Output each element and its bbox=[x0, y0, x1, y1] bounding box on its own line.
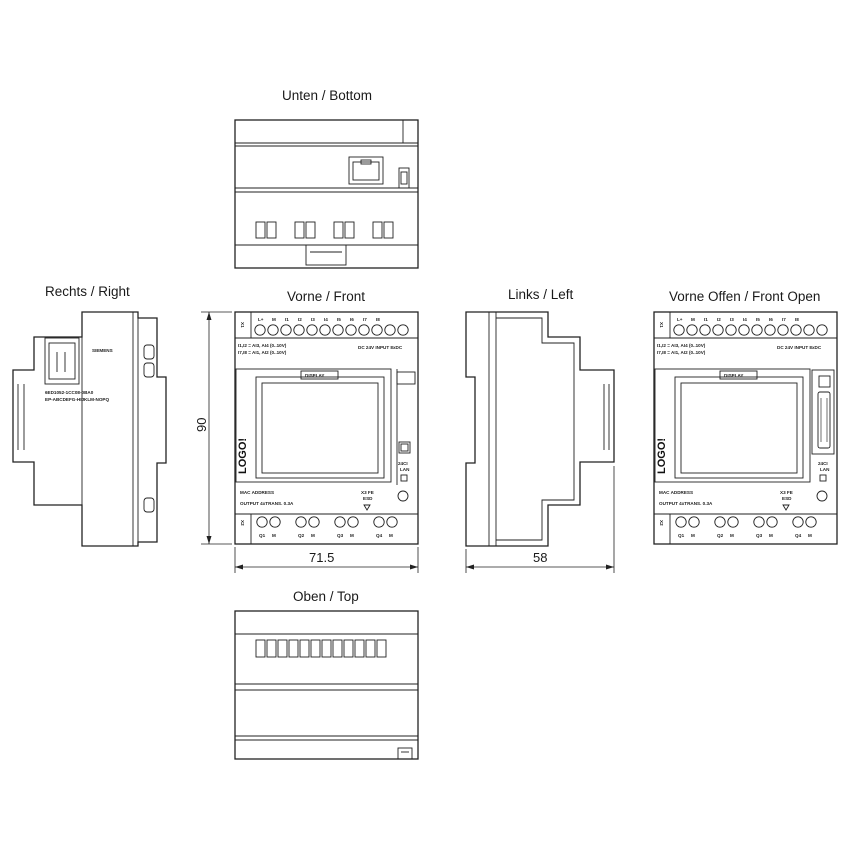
svg-text:I5: I5 bbox=[756, 317, 760, 322]
svg-text:M: M bbox=[389, 533, 393, 538]
svg-text:I8: I8 bbox=[795, 317, 799, 322]
view-title-right: Rechts / Right bbox=[45, 284, 130, 299]
open-x3-sub: ESD bbox=[782, 496, 792, 501]
svg-text:I2: I2 bbox=[717, 317, 721, 322]
open-display-label: DISPLAY bbox=[724, 373, 744, 378]
svg-text:I6: I6 bbox=[350, 317, 354, 322]
svg-text:Q1: Q1 bbox=[259, 533, 266, 538]
left-view bbox=[465, 311, 615, 547]
front-input-note-2: I7,I8 = AI1, AI2 (0..10V) bbox=[238, 350, 287, 355]
svg-text:I4: I4 bbox=[743, 317, 747, 322]
front-lan-sub: LAN bbox=[400, 467, 410, 472]
svg-text:M: M bbox=[730, 533, 734, 538]
dimension-depth: 58 bbox=[465, 466, 615, 573]
svg-text:L+: L+ bbox=[677, 317, 683, 322]
front-lan: 24CI bbox=[398, 461, 408, 466]
top-view bbox=[234, 610, 419, 760]
svg-text:M: M bbox=[808, 533, 812, 538]
view-title-top: Oben / Top bbox=[293, 589, 359, 604]
front-supply: DC 24V INPUT 8xDC bbox=[358, 345, 403, 350]
svg-text:I3: I3 bbox=[311, 317, 315, 322]
front-view: X1 X2 L+ M I1 I2 I3 I4 I5 I6 I7 I8 I1, bbox=[234, 311, 419, 545]
svg-text:Q3: Q3 bbox=[337, 533, 344, 538]
open-model: MAC ADDRESS bbox=[659, 490, 693, 495]
svg-text:I1: I1 bbox=[285, 317, 289, 322]
dimension-front-width: 71.5 bbox=[234, 547, 419, 573]
svg-text:Q4: Q4 bbox=[376, 533, 383, 538]
bottom-terminal-blocks bbox=[255, 221, 394, 239]
svg-text:I8: I8 bbox=[376, 317, 380, 322]
svg-text:Q1: Q1 bbox=[678, 533, 685, 538]
svg-text:I1: I1 bbox=[704, 317, 708, 322]
svg-text:M: M bbox=[272, 533, 276, 538]
svg-text:I7: I7 bbox=[363, 317, 367, 322]
svg-text:Q2: Q2 bbox=[298, 533, 305, 538]
top-terminal-blocks bbox=[255, 639, 387, 658]
front-input-note-1: I1,I2 = AI3, AI4 (0..10V) bbox=[238, 343, 287, 348]
svg-text:M: M bbox=[691, 317, 695, 322]
svg-text:Q4: Q4 bbox=[795, 533, 802, 538]
front-x2-label: X2 bbox=[240, 520, 245, 526]
svg-text:I4: I4 bbox=[324, 317, 328, 322]
svg-text:Q3: Q3 bbox=[756, 533, 763, 538]
svg-text:M: M bbox=[350, 533, 354, 538]
svg-text:I5: I5 bbox=[337, 317, 341, 322]
front-open-view: X1 X2 L+ M I1 I2 I3 I4 I5 I6 I7 I8 I1, bbox=[653, 311, 838, 545]
open-supply: DC 24V INPUT 8xDC bbox=[777, 345, 822, 350]
front-display-label: DISPLAY bbox=[305, 373, 325, 378]
front-x3-sub: ESD bbox=[363, 496, 373, 501]
svg-text:M: M bbox=[311, 533, 315, 538]
view-title-left: Links / Left bbox=[508, 287, 574, 302]
open-lan-sub: LAN bbox=[820, 467, 830, 472]
open-lan: 24CI bbox=[818, 461, 828, 466]
side-code-1: 6ED1052-1CC08-0BA0 bbox=[45, 390, 94, 395]
open-x2-label: X2 bbox=[659, 520, 664, 526]
view-title-front-open: Vorne Offen / Front Open bbox=[669, 289, 821, 304]
svg-text:Q2: Q2 bbox=[717, 533, 724, 538]
bottom-view bbox=[234, 119, 419, 269]
open-output: OUTPUT 4xTRANS. 0.3A bbox=[659, 501, 713, 506]
svg-text:I7: I7 bbox=[782, 317, 786, 322]
dimension-depth-text: 58 bbox=[533, 550, 547, 565]
svg-text:M: M bbox=[272, 317, 276, 322]
front-logo: LOGO! bbox=[237, 438, 249, 474]
open-logo: LOGO! bbox=[656, 438, 668, 474]
svg-text:I2: I2 bbox=[298, 317, 302, 322]
open-x1-label: X1 bbox=[659, 322, 664, 328]
svg-text:I6: I6 bbox=[769, 317, 773, 322]
right-view: 6ED1052-1CC08-0BA0 EP-ABCDEFG-HIJKLM-NOP… bbox=[12, 311, 167, 547]
view-title-front: Vorne / Front bbox=[287, 289, 366, 304]
view-title-bottom: Unten / Bottom bbox=[282, 88, 373, 103]
side-code-2: EP-ABCDEFG-HIJKLM-NOPQ bbox=[45, 397, 109, 402]
open-x3-note: X3 FE bbox=[780, 490, 793, 495]
svg-text:M: M bbox=[691, 533, 695, 538]
dimension-front-width-text: 71.5 bbox=[309, 550, 334, 565]
open-input-terminals: L+ M I1 I2 I3 I4 I5 I6 I7 I8 bbox=[673, 317, 828, 336]
front-x3-note: X3 FE bbox=[361, 490, 374, 495]
side-brand: SIEMENS bbox=[92, 348, 113, 353]
front-output-terminals: Q1 M Q2 M Q3 M Q4 M bbox=[256, 516, 398, 538]
open-input-note-1: I1,I2 = AI3, AI4 (0..10V) bbox=[657, 343, 706, 348]
svg-text:M: M bbox=[769, 533, 773, 538]
front-model: MAC ADDRESS bbox=[240, 490, 274, 495]
dimension-height-text: 90 bbox=[194, 418, 209, 432]
front-output: OUTPUT 4xTRANS. 0.3A bbox=[240, 501, 294, 506]
dimension-height: 90 bbox=[194, 311, 232, 545]
open-input-note-2: I7,I8 = AI1, AI2 (0..10V) bbox=[657, 350, 706, 355]
front-x1-label: X1 bbox=[240, 322, 245, 328]
open-output-terminals: Q1 M Q2 M Q3 M Q4 M bbox=[675, 516, 817, 538]
svg-text:L+: L+ bbox=[258, 317, 264, 322]
svg-text:I3: I3 bbox=[730, 317, 734, 322]
front-input-terminals: L+ M I1 I2 I3 I4 I5 I6 I7 I8 bbox=[254, 317, 409, 336]
